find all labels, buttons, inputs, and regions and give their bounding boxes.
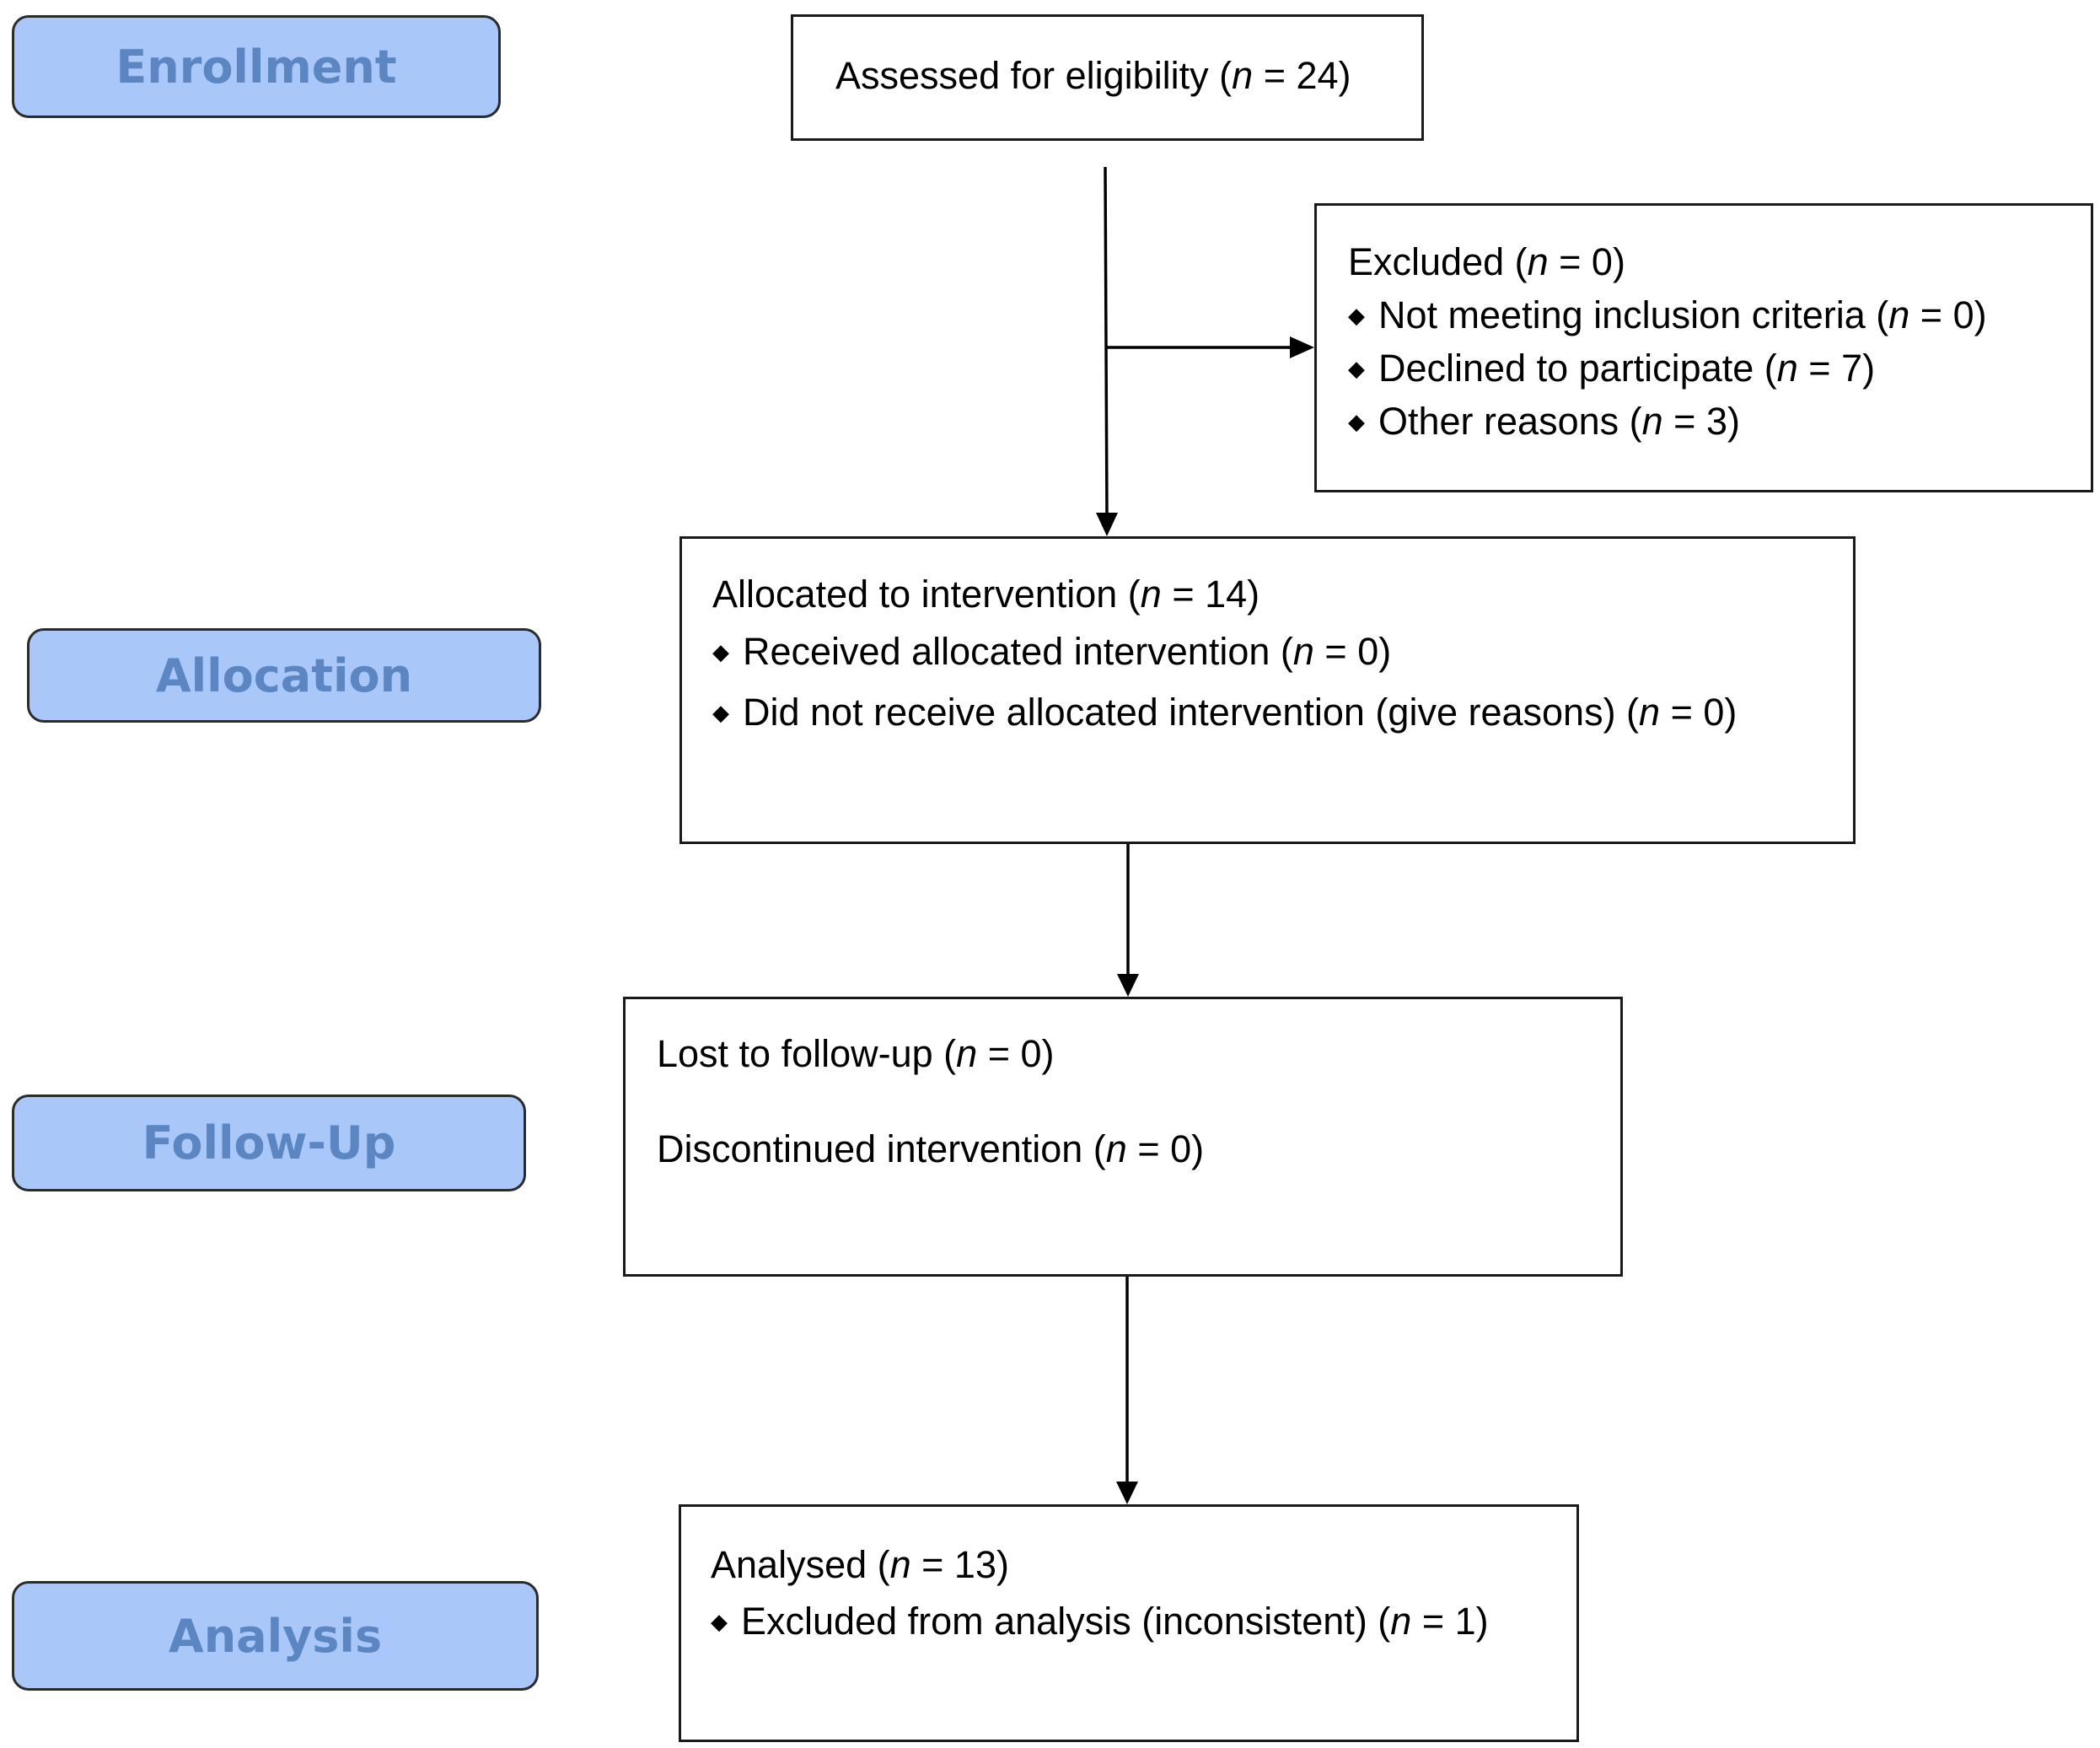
diamond-bullet-icon: ◆	[1348, 356, 1365, 382]
excluded-item-declined: ◆Declined to participate (n = 7)	[1348, 347, 1876, 390]
stage-label-follow-up: Follow-Up	[12, 1095, 526, 1191]
stage-label-analysis: Analysis	[12, 1581, 539, 1691]
arrowhead-allocated	[1096, 513, 1118, 536]
arrowhead-excluded	[1290, 336, 1314, 358]
stage-label-allocation: Allocation	[27, 628, 541, 723]
diamond-bullet-icon: ◆	[711, 1609, 728, 1635]
arrow-assessed-to-allocated	[1104, 166, 1109, 519]
excluded-item-not-meeting: ◆Not meeting inclusion criteria (n = 0)	[1348, 293, 1987, 336]
analysed-box: Analysed (n = 13) ◆Excluded from analysi…	[679, 1504, 1579, 1742]
allocated-title: Allocated to intervention (n = 14)	[712, 573, 1260, 616]
allocated-item-not-received: ◆Did not receive allocated intervention …	[712, 691, 1737, 734]
diamond-bullet-icon: ◆	[1348, 303, 1365, 329]
assessed-box: Assessed for eligibility (n = 24)	[791, 14, 1424, 141]
arrowhead-follow-up	[1117, 974, 1139, 997]
excluded-title: Excluded (n = 0)	[1348, 240, 1625, 283]
assessed-text: Assessed for eligibility (n = 24)	[835, 54, 1351, 97]
lost-to-follow-up: Lost to follow-up (n = 0)	[657, 1032, 1055, 1075]
follow-up-box: Lost to follow-up (n = 0) Discontinued i…	[623, 997, 1623, 1277]
discontinued-intervention: Discontinued intervention (n = 0)	[657, 1127, 1205, 1170]
arrowhead-analysed	[1116, 1482, 1138, 1504]
analysed-item-excluded: ◆Excluded from analysis (inconsistent) (…	[711, 1600, 1489, 1643]
allocated-box: Allocated to intervention (n = 14) ◆Rece…	[679, 536, 1856, 844]
stage-label-enrollment: Enrollment	[12, 15, 501, 118]
excluded-box: Excluded (n = 0) ◆Not meeting inclusion …	[1314, 203, 2093, 492]
allocated-item-received: ◆Received allocated intervention (n = 0)	[712, 630, 1392, 673]
diamond-bullet-icon: ◆	[1348, 409, 1365, 435]
excluded-item-other: ◆Other reasons (n = 3)	[1348, 400, 1740, 443]
diamond-bullet-icon: ◆	[712, 639, 729, 665]
diamond-bullet-icon: ◆	[712, 700, 729, 726]
analysed-title: Analysed (n = 13)	[711, 1543, 1009, 1586]
